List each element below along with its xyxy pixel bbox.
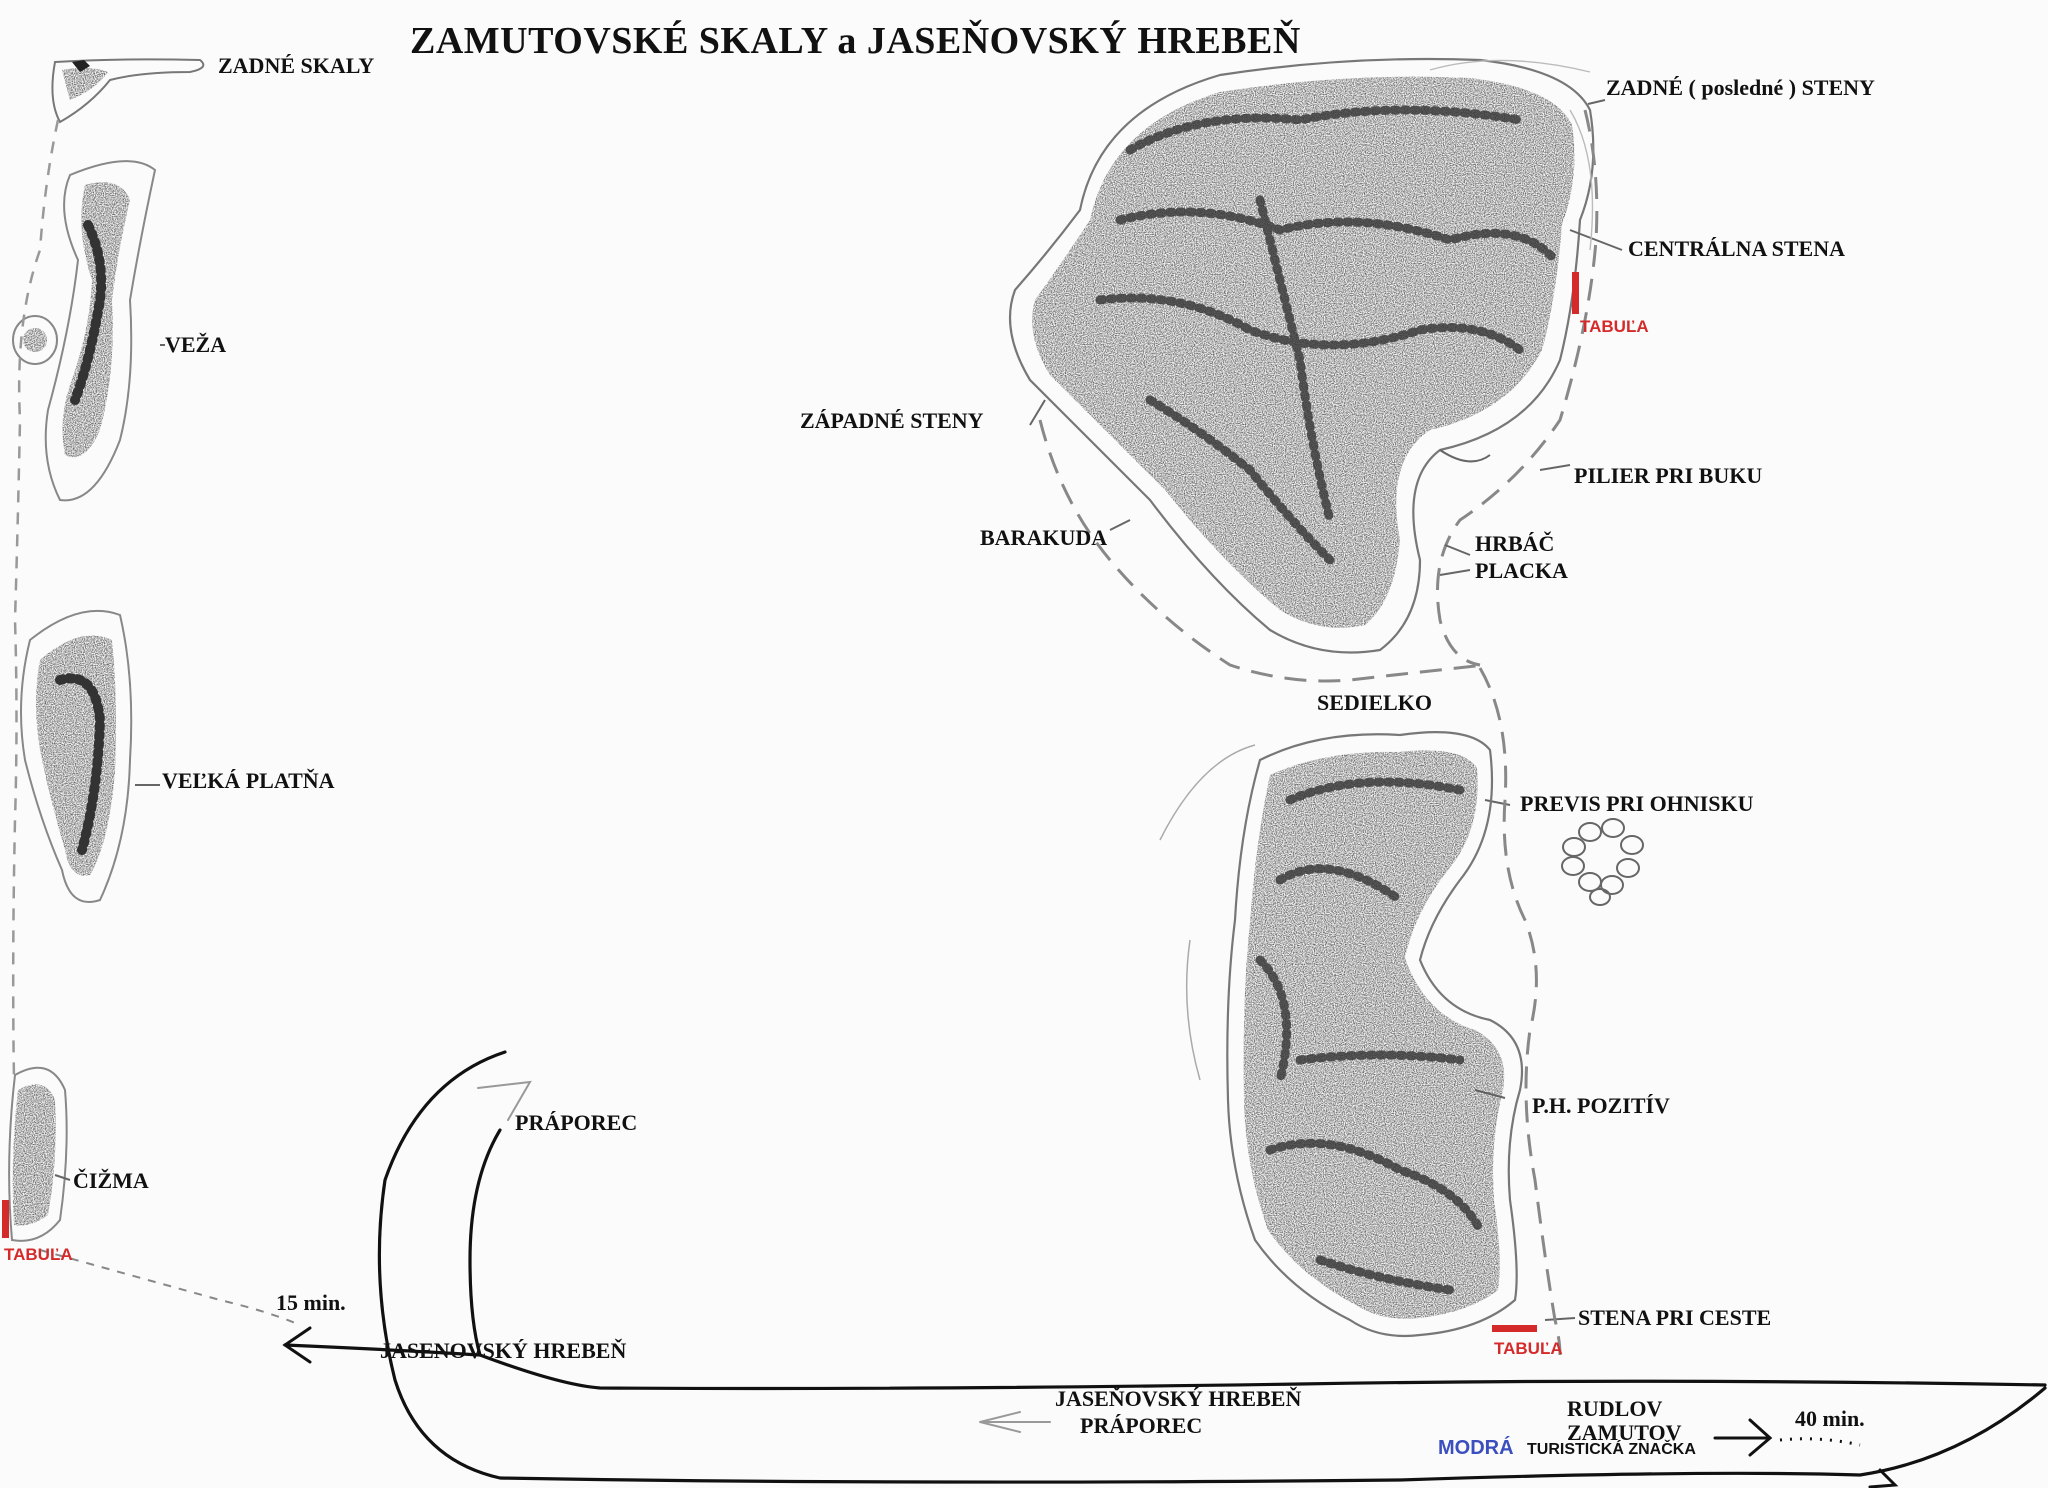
rock-velka-platna bbox=[20, 609, 133, 903]
lower-massif-east-path bbox=[1478, 667, 1562, 1356]
rock-zadne-skaly bbox=[51, 58, 205, 124]
label-zadne-steny: ZADNÉ ( posledné ) STENY bbox=[1606, 75, 1875, 100]
rock-upper-massif bbox=[1008, 57, 1595, 654]
label-jasenovsky-hreben: JASENOVSKÝ HREBEŇ bbox=[380, 1338, 627, 1363]
label-placka: PLACKA bbox=[1475, 558, 1568, 583]
left-access-path bbox=[11, 119, 60, 1081]
label-time-15: 15 min. bbox=[276, 1290, 346, 1315]
label-tabula-central: TABUĽA bbox=[1580, 317, 1649, 336]
arrows bbox=[282, 1080, 1899, 1488]
main-trail bbox=[283, 1050, 2047, 1484]
upper-massif-west-path bbox=[1038, 419, 1486, 683]
label-sedielko: SEDIELKO bbox=[1317, 690, 1432, 715]
upper-massif-east-path bbox=[1436, 109, 1599, 667]
label-centralna-stena: CENTRÁLNA STENA bbox=[1628, 236, 1845, 261]
label-turisticka-znacka: TURISTICKÁ ZNAČKA bbox=[1527, 1441, 1696, 1458]
label-time-40: 40 min. bbox=[1795, 1406, 1865, 1431]
label-previs-pri-ohnisku: PREVIS PRI OHNISKU bbox=[1520, 791, 1754, 816]
label-praporec: PRÁPOREC bbox=[515, 1110, 638, 1135]
fire-pit bbox=[1561, 818, 1644, 906]
label-tabula-road: TABUĽA bbox=[1494, 1339, 1563, 1358]
label-stena-pri-ceste: STENA PRI CESTE bbox=[1578, 1305, 1772, 1330]
sketch-strokes bbox=[1159, 59, 1594, 591]
label-praporec-road: PRÁPOREC bbox=[1080, 1413, 1203, 1438]
label-velka-platna: VEĽKÁ PLATŇA bbox=[162, 768, 335, 793]
label-zadne-skaly: ZADNÉ SKALY bbox=[218, 53, 375, 78]
path-15min bbox=[39, 1249, 301, 1326]
label-jasenovsky-hreben-road: JASEŇOVSKÝ HREBEŇ bbox=[1055, 1386, 1302, 1411]
label-modra: MODRÁ bbox=[1438, 1437, 1514, 1459]
label-veza: VEŽA bbox=[165, 332, 227, 357]
path-40min bbox=[1779, 1437, 1861, 1447]
label-tabula-left: TABUĽA bbox=[4, 1245, 73, 1264]
info-board-markers bbox=[2, 272, 1579, 1332]
label-zamutov: ZAMUTOV bbox=[1567, 1420, 1682, 1445]
rock-cizma bbox=[8, 1066, 68, 1242]
label-zapadne-steny: ZÁPADNÉ STENY bbox=[800, 408, 984, 433]
label-pilier-pri-buku: PILIER PRI BUKU bbox=[1574, 463, 1763, 488]
label-hrbac: HRBÁČ bbox=[1475, 531, 1555, 556]
label-ph-pozitiv: P.H. POZITÍV bbox=[1532, 1093, 1670, 1118]
map-title: ZAMUTOVSKÉ SKALY a JASEŇOVSKÝ HREBEŇ bbox=[410, 20, 1301, 62]
label-barakuda: BARAKUDA bbox=[980, 525, 1108, 550]
rock-veza bbox=[12, 160, 157, 502]
label-rudlov: RUDLOV bbox=[1567, 1396, 1663, 1421]
rock-lower-massif bbox=[1159, 731, 1524, 1338]
label-cizma: ČIŽMA bbox=[73, 1168, 149, 1193]
